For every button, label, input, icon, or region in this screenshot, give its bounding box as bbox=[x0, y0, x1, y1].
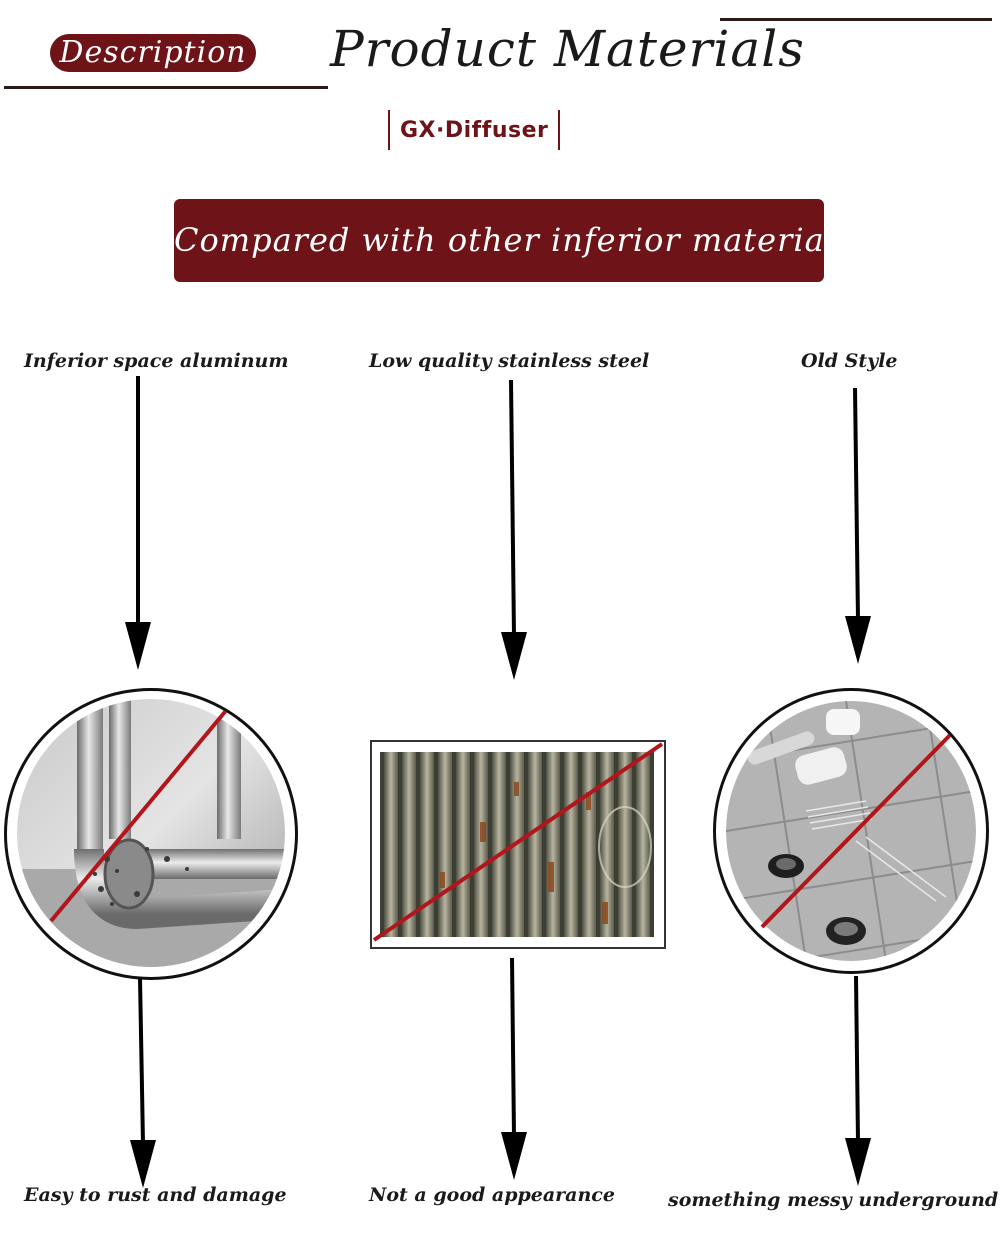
stainless-steel-photo bbox=[370, 740, 666, 949]
strike-line-icon bbox=[49, 705, 231, 923]
caption-stainless: Not a good appearance bbox=[369, 1184, 615, 1206]
aluminum-pipe-photo bbox=[4, 688, 298, 980]
column-label-stainless: Low quality stainless steel bbox=[369, 350, 650, 372]
brand-name: GX·Diffuser bbox=[400, 117, 549, 143]
arrow-down-icon bbox=[125, 376, 151, 670]
caption-aluminum: Easy to rust and damage bbox=[24, 1184, 287, 1206]
strike-line-icon bbox=[760, 729, 956, 929]
comparison-banner: Compared with other inferior materials bbox=[174, 199, 852, 282]
header-left-rule bbox=[4, 86, 328, 89]
page-title: Product Materials bbox=[330, 20, 805, 78]
old-style-drain-photo bbox=[713, 688, 989, 974]
arrow-down-icon bbox=[845, 976, 871, 1186]
description-tag: Description bbox=[50, 34, 256, 72]
arrow-down-icon bbox=[501, 380, 527, 680]
column-label-aluminum: Inferior space aluminum bbox=[24, 350, 289, 372]
messy-floor-drain-icon bbox=[726, 701, 976, 961]
strike-line-icon bbox=[372, 742, 664, 942]
caption-old-style: something messy underground bbox=[668, 1189, 999, 1211]
arrow-down-icon bbox=[845, 388, 871, 664]
header-right-rule bbox=[720, 18, 992, 21]
arrow-down-icon bbox=[130, 978, 156, 1188]
arrow-down-icon bbox=[501, 958, 527, 1180]
column-label-old-style: Old Style bbox=[801, 350, 898, 372]
brand-box: GX·Diffuser bbox=[388, 110, 561, 150]
